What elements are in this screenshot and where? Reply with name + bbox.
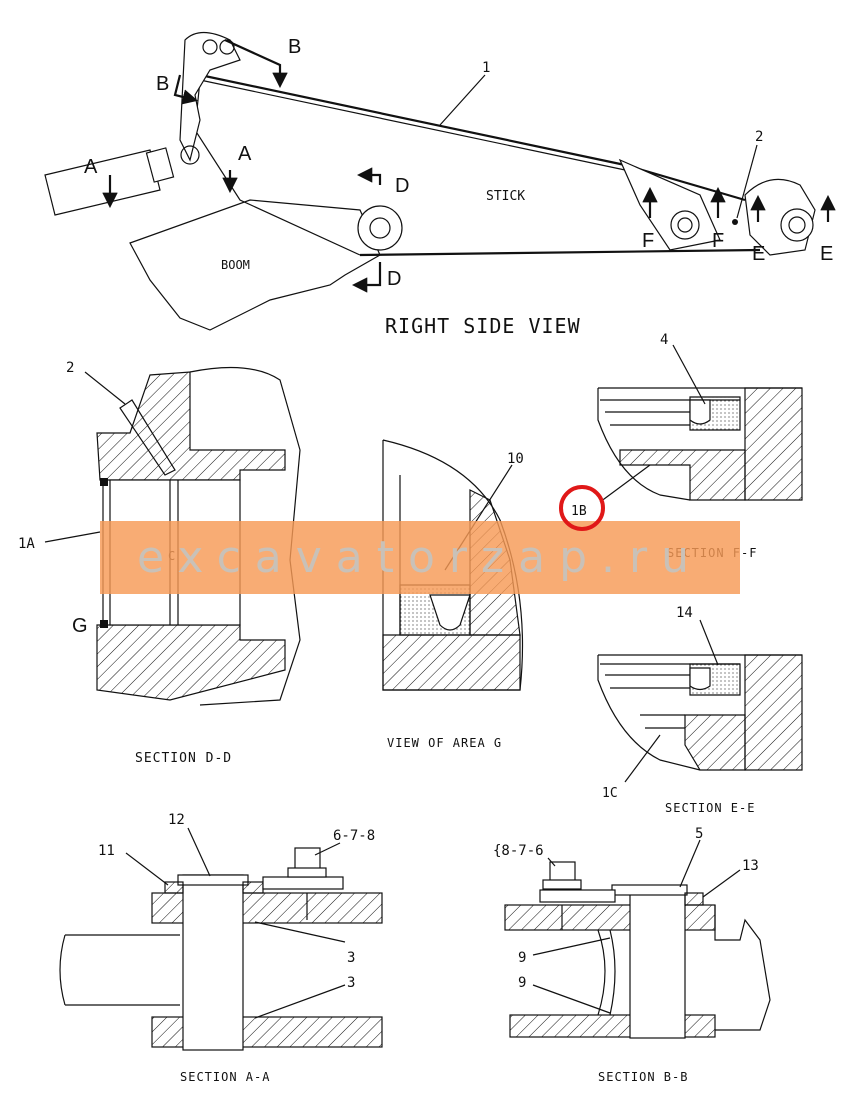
callout-1c: 1C bbox=[602, 786, 618, 801]
boom-pin bbox=[357, 205, 403, 251]
callout-13: 13 bbox=[742, 858, 759, 874]
cylinder-rod bbox=[44, 149, 161, 216]
section-ff: 4 1B SECTION F-F bbox=[571, 332, 803, 560]
section-bb: {8-7-6 5 13 9 9 SECTION B-B bbox=[493, 826, 771, 1084]
bucket-pin-e bbox=[780, 208, 814, 242]
section-mark-f-left: F bbox=[642, 230, 654, 252]
callout-3-upper: 3 bbox=[347, 950, 355, 966]
section-mark-b-left: B bbox=[156, 73, 169, 95]
section-mark-f-right: F bbox=[712, 230, 724, 252]
section-bb-title: SECTION B-B bbox=[598, 1070, 688, 1084]
callout-9-upper: 9 bbox=[518, 950, 526, 966]
section-aa: 12 11 6-7-8 3 3 SECTION A-A bbox=[59, 812, 383, 1084]
section-mark-d-bottom: D bbox=[387, 268, 401, 290]
right-side-view-title: RIGHT SIDE VIEW bbox=[385, 314, 581, 338]
section-markers bbox=[102, 38, 836, 293]
callout-14: 14 bbox=[676, 605, 693, 621]
section-dd-title: SECTION D-D bbox=[135, 751, 232, 766]
mark-g: G bbox=[72, 615, 88, 637]
stick-head bbox=[179, 31, 241, 162]
area-g-view: 10 VIEW OF AREA G bbox=[382, 439, 524, 750]
stick-bottom-edge bbox=[359, 248, 761, 257]
section-dd: 2 1A G C SECTION D-D bbox=[18, 360, 301, 766]
callout-2: 2 bbox=[755, 129, 763, 145]
section-aa-title: SECTION A-A bbox=[180, 1070, 270, 1084]
callout-10: 10 bbox=[507, 451, 524, 467]
stick-label: STICK bbox=[486, 189, 525, 204]
section-mark-e-right: E bbox=[820, 243, 833, 265]
link-pin-f bbox=[670, 210, 700, 240]
watermark-text: excavatorzap.ru bbox=[137, 532, 703, 583]
callout-9-lower: 9 bbox=[518, 975, 526, 991]
section-ee-title: SECTION E-E bbox=[665, 801, 755, 815]
section-mark-d-top: D bbox=[395, 175, 409, 197]
highlight-ring bbox=[559, 485, 605, 531]
section-ee: 14 1C SECTION E-E bbox=[597, 605, 803, 815]
callout-3-lower: 3 bbox=[347, 975, 355, 991]
watermark-band bbox=[100, 521, 740, 594]
section-mark-b-right: B bbox=[288, 36, 301, 58]
boom-label: BOOM bbox=[221, 258, 250, 272]
callout-6-7-8: 6-7-8 bbox=[333, 828, 375, 844]
callout-5: 5 bbox=[695, 826, 703, 842]
section-mark-e-left: E bbox=[752, 243, 765, 265]
area-g-title: VIEW OF AREA G bbox=[387, 736, 502, 750]
callout-1a: 1A bbox=[18, 536, 35, 552]
callout-11: 11 bbox=[98, 843, 115, 859]
section-mark-a-left: A bbox=[84, 156, 98, 178]
callout-1: 1 bbox=[482, 60, 490, 76]
callout-4: 4 bbox=[660, 332, 668, 348]
boom-outline bbox=[129, 199, 381, 331]
section-mark-a-right: A bbox=[238, 143, 252, 165]
right-side-view: 1 2 STICK BOOM A A B B D D F F E E RIGHT… bbox=[44, 31, 836, 338]
callout-8-7-6: {8-7-6 bbox=[493, 843, 544, 859]
callout-12: 12 bbox=[168, 812, 185, 828]
callout-2-dd: 2 bbox=[66, 360, 74, 376]
